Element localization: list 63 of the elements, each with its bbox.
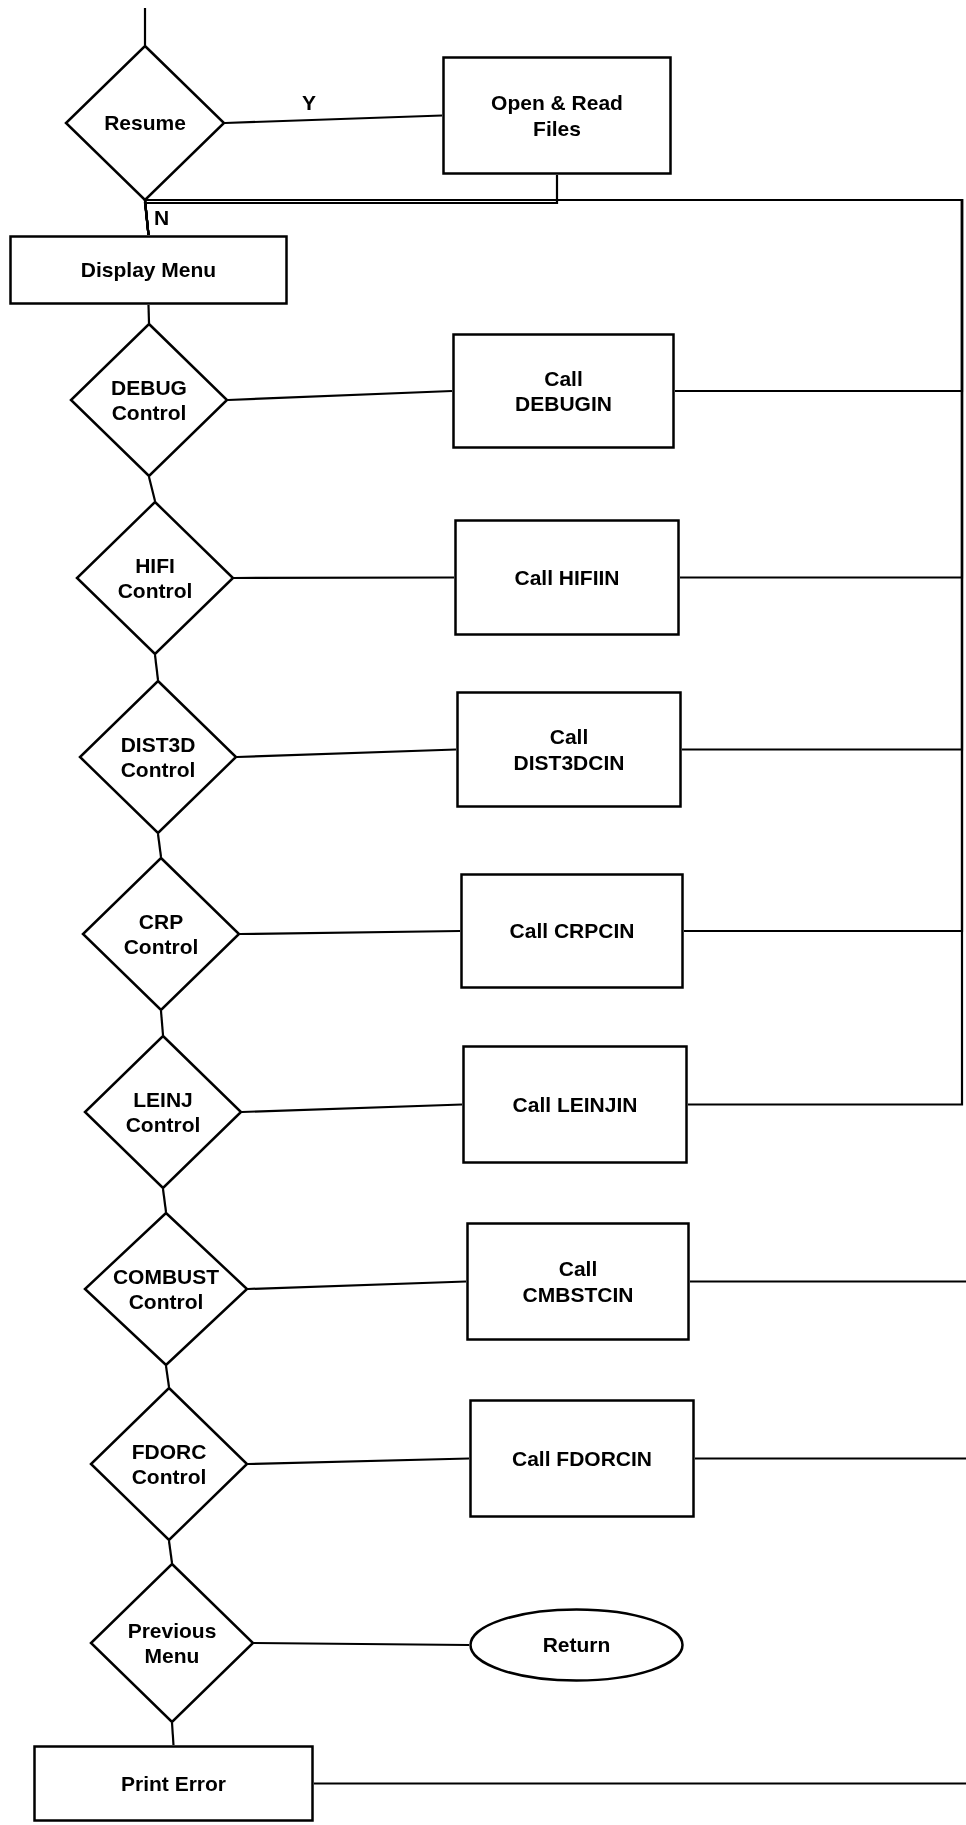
connector-line: [147, 304, 151, 324]
step-label: Call LEINJIN: [511, 1091, 639, 1118]
connector-line: [167, 1540, 174, 1564]
step-label: Call DEBUGIN: [514, 365, 613, 417]
decision-diamond: [82, 857, 240, 1011]
connector-line: [247, 1280, 467, 1291]
process-box: [9, 235, 288, 305]
process-box: [466, 1222, 690, 1341]
connector-line: [241, 1103, 463, 1114]
connector-line: [159, 1010, 165, 1036]
decision-label: LEINJ Control: [124, 1086, 202, 1138]
decision-label: Previous Menu: [126, 1617, 218, 1669]
decision-diamond: [84, 1212, 248, 1366]
decision-label: DIST3D Control: [119, 731, 197, 783]
decision-diamond: [84, 1035, 242, 1189]
connector-line: [254, 1641, 469, 1647]
step-label: Display Menu: [79, 257, 218, 283]
connector-line: [234, 576, 454, 580]
step-label: Call FDORCIN: [512, 1445, 652, 1472]
process-box: [456, 691, 682, 808]
decision-label: DEBUG Control: [110, 374, 188, 426]
connector-line: [224, 114, 443, 125]
process-box: [462, 1045, 688, 1164]
decision-diamond: [70, 323, 228, 477]
step-label: Call DIST3DCIN: [512, 724, 626, 775]
step-label: Return: [541, 1632, 612, 1658]
process-box: [460, 873, 684, 989]
decision-diamond: [79, 680, 237, 834]
connector-line: [170, 1722, 175, 1746]
connector-line: [156, 833, 163, 858]
terminal-ellipse: [469, 1608, 684, 1682]
decision-label: COMBUST Control: [111, 1263, 221, 1315]
connector-line: [147, 476, 157, 502]
connector-line: [161, 1188, 168, 1213]
connector-line: [690, 1280, 966, 1283]
decision-label: HIFI Control: [116, 552, 194, 604]
process-box: [33, 1745, 314, 1822]
step-label: Call CMBSTCIN: [521, 1256, 635, 1307]
process-box: [469, 1399, 695, 1518]
decision-diamond: [90, 1563, 254, 1723]
connector-line: [164, 1365, 171, 1388]
step-label: Call CRPCIN: [508, 918, 636, 944]
decision-diamond: [76, 501, 234, 655]
process-box: [452, 333, 675, 449]
step-label: Open & Read Files: [490, 90, 624, 141]
connector-line: [153, 654, 160, 681]
connector-line: [143, 8, 147, 45]
decision-diamond: [90, 1387, 248, 1541]
decision-diamond: [65, 45, 225, 201]
process-box: [454, 519, 680, 636]
process-box: [442, 56, 672, 175]
step-label: Call HIFIIN: [513, 564, 621, 591]
connector-line: [227, 389, 453, 402]
connector-line: [143, 198, 964, 1106]
step-label: Print Error: [120, 1770, 227, 1797]
connector-line: [240, 929, 460, 936]
connector-line: [236, 748, 457, 759]
connector-line: [247, 1457, 470, 1466]
decision-label: FDORC Control: [130, 1438, 208, 1490]
decision-label: Resume: [103, 110, 187, 136]
decision-label: CRP Control: [122, 908, 200, 960]
connector-line: [695, 1457, 966, 1460]
connector-line: [314, 1782, 966, 1785]
